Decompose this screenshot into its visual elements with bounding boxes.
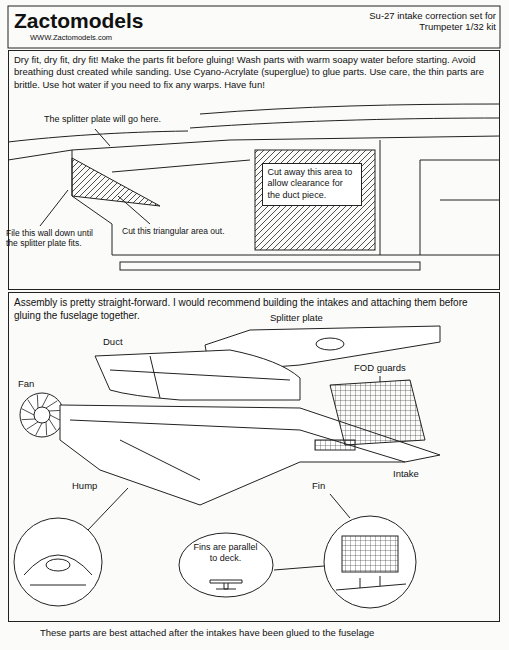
callout-text: File this wall down until the splitter p… <box>6 228 106 248</box>
fan-blade <box>28 400 35 411</box>
part-name: FOD guards <box>354 362 434 373</box>
fan-blade <box>49 419 56 430</box>
fan-blade <box>27 422 38 429</box>
fin-shape <box>336 576 406 590</box>
brand-title: Zactomodels <box>14 8 144 33</box>
callout-text: Cut this triangular area out. <box>122 226 252 236</box>
splitter-line <box>8 136 500 160</box>
product-title: Su-27 intake correction set for Trumpete… <box>330 10 496 33</box>
part-name: Splitter plate <box>270 312 360 323</box>
cut-area <box>255 150 375 250</box>
note-box: Cut away this area to allow clearance fo… <box>262 163 362 206</box>
note-text: Fins are parallel to deck. <box>178 532 274 565</box>
fan-blades <box>22 395 63 436</box>
fin-grille <box>342 536 398 572</box>
hump-detail <box>14 518 102 606</box>
leader-line <box>380 376 381 382</box>
footnote: These parts are best attached after the … <box>40 627 500 638</box>
hump-part <box>46 559 70 571</box>
fod-guard <box>330 380 425 445</box>
callout-text: The splitter plate will go here. <box>44 114 194 125</box>
instruction-panel: Dry fit, dry fit, dry fit! Make the part… <box>8 50 500 290</box>
assembly-panel: Assembly is pretty straight-forward. I w… <box>8 292 500 622</box>
panel-line <box>380 140 381 255</box>
fin-detail <box>324 516 416 608</box>
fan-blade <box>46 401 57 408</box>
part-name: Fan <box>18 378 58 389</box>
panel-line <box>420 160 500 255</box>
leader-line <box>118 196 150 224</box>
leader-line <box>40 190 68 226</box>
fin-profile <box>210 580 242 589</box>
panel-line <box>112 160 250 172</box>
fan-blade <box>22 409 34 415</box>
note-oval: Fins are parallel to deck. <box>178 532 274 598</box>
oval-shape <box>179 533 273 597</box>
instruction-text: Assembly is pretty straight-forward. I w… <box>9 293 499 325</box>
rail <box>120 262 420 270</box>
part-name: Hump <box>72 480 122 491</box>
duct-line <box>110 356 290 398</box>
fan-hub <box>34 407 50 423</box>
part-name: Fin <box>312 480 342 491</box>
leader-line <box>88 488 128 530</box>
cut-triangle <box>72 158 160 206</box>
part-name: Intake <box>393 468 443 479</box>
fan-blade <box>22 419 36 421</box>
leader-line <box>95 129 110 146</box>
duct <box>95 350 300 400</box>
fuselage-line <box>190 118 500 128</box>
header-box <box>8 6 500 48</box>
dorsal-line <box>200 104 500 114</box>
hump-shape <box>24 555 92 585</box>
fan-blade <box>46 422 48 436</box>
intake-outline <box>72 150 500 255</box>
website: WWW.Zactomodels.com <box>30 33 190 42</box>
part-name: Duct <box>103 336 143 347</box>
fan <box>20 393 64 437</box>
instruction-text: Dry fit, dry fit, dry fit! Make the part… <box>9 51 499 94</box>
leader-line <box>274 566 324 570</box>
splitter-hole <box>316 338 344 350</box>
fan-blade <box>36 423 42 435</box>
leader-line <box>330 494 350 518</box>
oval-outline <box>178 532 274 598</box>
fan-blade <box>37 395 39 409</box>
fan-blade <box>42 395 48 407</box>
note-text: Cut away this area to allow clearance fo… <box>268 167 356 202</box>
